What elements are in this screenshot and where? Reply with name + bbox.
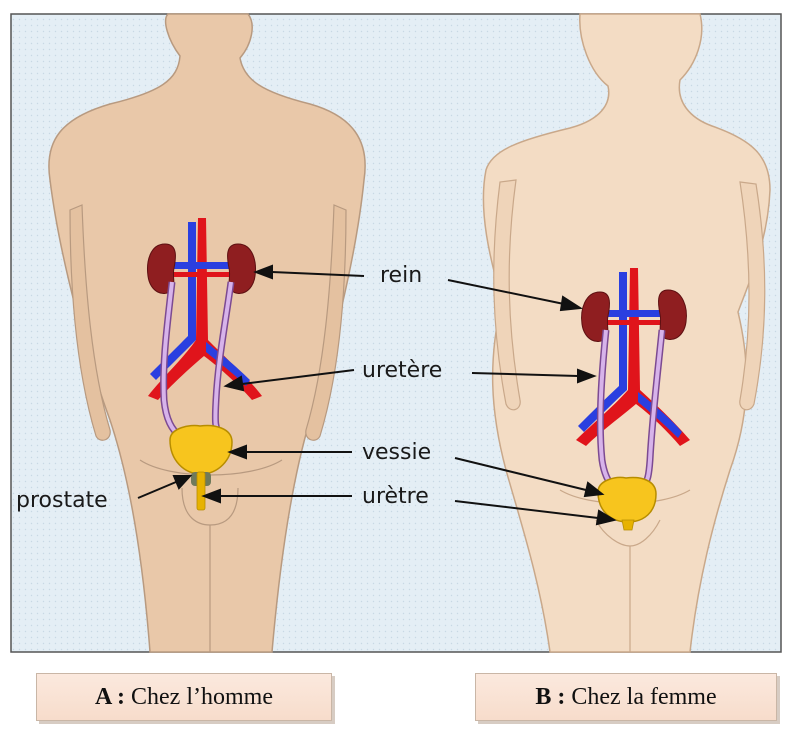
- caption-a-text: Chez l’homme: [131, 684, 273, 711]
- caption-a: A : Chez l’homme: [36, 673, 332, 721]
- label-rein: rein: [380, 263, 422, 288]
- caption-b-text: Chez la femme: [571, 684, 716, 711]
- caption-b-letter: B :: [535, 684, 565, 711]
- label-prostate: prostate: [16, 488, 108, 513]
- female-urethra: [622, 520, 634, 530]
- caption-a-letter: A :: [95, 684, 125, 711]
- caption-b: B : Chez la femme: [475, 673, 777, 721]
- label-vessie: vessie: [362, 440, 431, 465]
- label-uretere: uretère: [362, 358, 442, 383]
- label-uretre: urètre: [362, 484, 429, 509]
- male-urethra: [197, 472, 205, 510]
